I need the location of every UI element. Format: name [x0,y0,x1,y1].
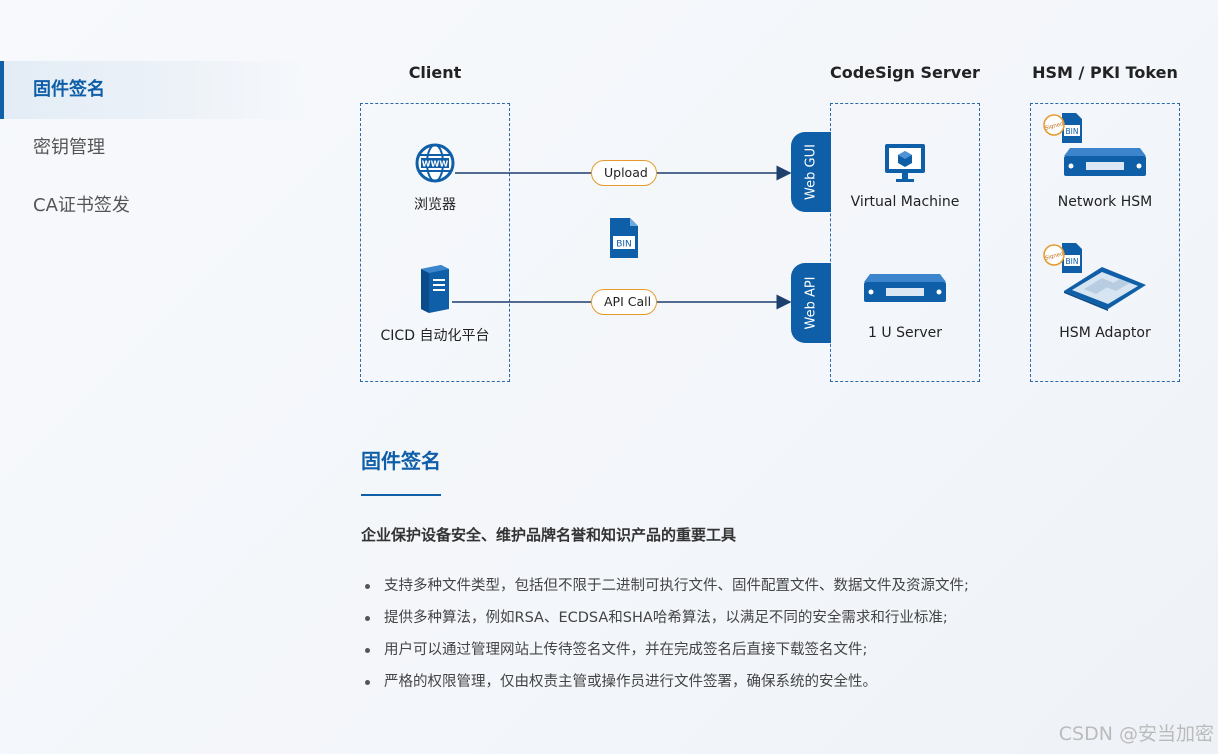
list-item: 严格的权限管理，仅由权责主管或操作员进行文件签署，确保系统的安全性。 [362,666,969,698]
bin-file-label: BIN [616,240,632,250]
server-box [830,103,980,382]
client-box [360,103,510,382]
hsm-adaptor-bin-label: BIN [1066,257,1079,266]
column-title-hsm: HSM / PKI Token [1032,63,1178,82]
feature-list: 支持多种文件类型，包括但不限于二进制可执行文件、固件配置文件、数据文件及资源文件… [362,570,969,698]
server-tower-icon [421,265,449,313]
list-item: 用户可以通过管理网站上传待签名文件，并在完成签名后直接下载签名文件; [362,634,969,666]
globe-www-icon: WWW [415,143,455,183]
hsm-adaptor-label: HSM Adaptor [1059,325,1151,341]
network-hsm-bin-label: BIN [1066,127,1079,136]
cicd-label: CICD 自动化平台 [380,328,490,344]
upload-pill: Upload [591,160,657,186]
list-item: 提供多种算法，例如RSA、ECDSA和SHA哈希算法，以满足不同的安全需求和行业… [362,602,969,634]
web-gui-label: Web GUI [803,144,819,200]
u-server-label: 1 U Server [868,325,942,341]
list-item: 支持多种文件类型，包括但不限于二进制可执行文件、固件配置文件、数据文件及资源文件… [362,570,969,602]
column-title-server: CodeSign Server [830,63,980,82]
hsm-adaptor-signed-label: Signed [1044,251,1064,262]
watermark: CSDN @安当加密 [1058,723,1214,745]
title-underline [361,494,441,496]
sidebar-item-key-management[interactable]: 密钥管理 [33,137,105,158]
rack-server-icon [864,274,946,302]
web-api-tab: Web API [791,263,831,343]
hsm-box [1030,103,1180,382]
api-call-pill: API Call [591,289,657,315]
sidebar-item-ca-issuance[interactable]: CA证书签发 [33,195,130,216]
bin-file-icon: BIN [610,218,638,258]
signed-bin-icon: BIN Signed [1043,113,1082,143]
network-hsm-signed-label: Signed [1044,121,1064,132]
sidebar: 固件签名 密钥管理 CA证书签发 [0,61,305,235]
signed-bin-icon: BIN Signed [1043,243,1082,273]
browser-label: 浏览器 [414,197,456,213]
network-hsm-label: Network HSM [1057,194,1153,210]
vm-label: Virtual Machine [850,194,960,210]
rack-server-icon [1064,148,1146,176]
section-title: 固件签名 [361,449,441,473]
monitor-cube-icon [885,144,925,182]
sidebar-item-firmware-signing[interactable]: 固件签名 [0,61,305,119]
web-api-label: Web API [803,276,819,330]
column-title-client: Client [408,63,462,82]
section-subtitle: 企业保护设备安全、维护品牌名誉和知识产品的重要工具 [361,526,737,544]
hsm-card-icon [1064,267,1146,311]
web-gui-tab: Web GUI [791,132,831,212]
svg-text:WWW: WWW [422,160,449,169]
